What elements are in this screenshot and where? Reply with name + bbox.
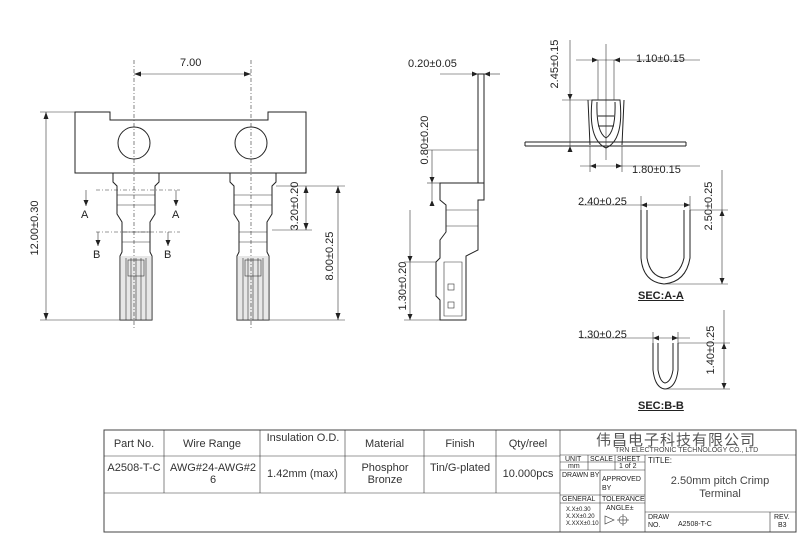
company-en: TRN ELECTRONIC TECHNOLOGY CO., LTD: [615, 447, 759, 454]
tolerance-label: TOLERANCE: [602, 496, 645, 503]
spec-value-part: A2508-T-C: [107, 462, 161, 474]
tol-line-2: X.XX±0.20: [566, 514, 595, 520]
section-a-label: SEC:A-A: [638, 290, 684, 302]
section-mark-a-right: A: [172, 209, 180, 221]
spec-value-material: Phosphor Bronze: [361, 462, 409, 486]
side-view: [404, 71, 500, 321]
section-mark-b-right: B: [164, 249, 172, 261]
angle-label: ANGLE±: [606, 505, 634, 512]
drawn-by-label: DRAWN BY: [562, 472, 600, 479]
dim-secb-width: 1.30±0.25: [578, 329, 627, 341]
end-view: [524, 40, 700, 172]
unit-value: mm: [568, 463, 580, 470]
terminal-right: [229, 173, 277, 321]
section-b: [580, 310, 730, 390]
general-label: GENERAL: [562, 496, 596, 503]
dim-base-width: 1.80±0.15: [632, 164, 681, 176]
spec-value-qty: 10.000pcs: [502, 468, 554, 480]
dim-total-height: 12.00±0.30: [29, 200, 41, 256]
rev-label: REV.: [774, 514, 790, 521]
title-block-frame: [103, 429, 797, 533]
section-a: [580, 170, 728, 285]
dim-crimp-length: 8.00±0.25: [324, 231, 336, 281]
spec-header-finish: Finish: [445, 438, 475, 450]
dim-pitch: 7.00: [180, 57, 202, 69]
dim-insulation: 3.20±0.20: [289, 181, 301, 231]
dim-seca-height: 2.50±0.25: [703, 181, 715, 231]
sheet-label: SHEET: [617, 456, 641, 463]
scale-label: SCALE: [590, 456, 613, 463]
terminal-left: [112, 173, 160, 321]
approved-by-label: APPROVED BY: [602, 476, 641, 492]
dim-wire-height: 0.80±0.20: [419, 115, 431, 165]
draw-no-label: DRAW NO.: [648, 514, 670, 529]
company-cn: 伟昌电子科技有限公司: [596, 432, 757, 449]
unit-label: UNIT: [565, 456, 582, 463]
sheet-value: 1 of 2: [619, 463, 637, 470]
spec-header-material: Material: [364, 438, 405, 450]
tol-line-3: X.XXX±0.10: [566, 521, 599, 527]
title-label: TITLE:: [648, 456, 673, 465]
tol-line-1: X.X±0.30: [566, 507, 591, 513]
dim-top-width: 1.10±0.15: [636, 53, 685, 65]
section-mark-b-left: B: [93, 249, 101, 261]
spec-value-insulation: 1.42mm (max): [267, 468, 338, 480]
spec-value-finish: Tin/G-plated: [429, 462, 491, 474]
spec-value-wire: AWG#24-AWG#26: [170, 462, 256, 486]
section-b-label: SEC:B-B: [638, 400, 684, 412]
dim-top-height: 2.45±0.15: [549, 39, 561, 89]
title-value: 2.50mm pitch Crimp Terminal: [670, 475, 770, 500]
spec-header-wire: Wire Range: [182, 438, 242, 450]
dim-contact-height: 1.30±0.20: [397, 261, 409, 311]
dim-seca-width: 2.40±0.25: [578, 196, 627, 208]
dim-secb-height: 1.40±0.25: [705, 325, 717, 375]
dim-thickness: 0.20±0.05: [408, 58, 457, 70]
rev-value: B3: [778, 522, 787, 529]
spec-header-qty: Qty/reel: [508, 438, 548, 450]
section-mark-a-left: A: [81, 209, 89, 221]
spec-header-part: Part No.: [113, 438, 155, 450]
spec-table: Part No. Wire Range Insulation O.D. Mate…: [104, 430, 560, 493]
draw-no-value: A2508-T-C: [678, 521, 712, 528]
front-view: [40, 60, 345, 330]
spec-header-insulation: Insulation O.D.: [266, 432, 340, 444]
